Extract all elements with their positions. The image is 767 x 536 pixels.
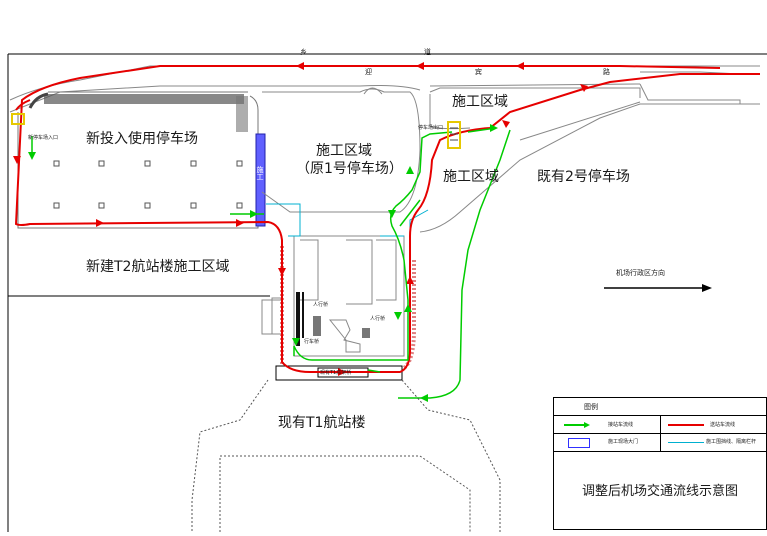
- legend-row-divider: [554, 433, 766, 434]
- direction-arrow: [604, 284, 712, 292]
- road-char-4: 宾: [475, 68, 482, 76]
- dropoff-flow: [14, 65, 760, 373]
- road-char-1: 乡: [300, 48, 307, 56]
- admin-direction-label: 机场行政区方向: [616, 269, 665, 277]
- legend-gate: 施工现场大门: [608, 439, 639, 445]
- center-area-outline: [261, 87, 421, 213]
- dropoff-arrows: [13, 62, 588, 376]
- legend-dropoff: 送站车流线: [710, 422, 736, 428]
- legend-bottom-divider: [554, 451, 766, 452]
- frame-lines: [7, 53, 767, 532]
- vehicle-bridge: 行车桥: [304, 339, 320, 345]
- parking-markers: [53, 160, 243, 209]
- new-parking-label: 新投入使用停车场: [86, 131, 198, 147]
- parking-lot-2-label: 既有2号停车场: [537, 169, 630, 185]
- pedestrian-bridge-2: 人行桥: [370, 316, 386, 322]
- legend-fence: 施工围挡线、隔离栏杆: [706, 439, 757, 445]
- t1-terminal-label: 现有T1航站楼: [278, 415, 366, 431]
- road-outline: [9, 65, 760, 113]
- road-char-3: 迎: [365, 68, 372, 76]
- pier-block-2: [362, 328, 370, 338]
- legend-pickup: 接站车流线: [608, 422, 634, 428]
- hatched-boundary: [280, 246, 416, 370]
- right-area-outline: [419, 87, 760, 233]
- new-entrance-label: 新停车场入口: [28, 135, 59, 141]
- pedestrian-bridge-1: 人行桥: [313, 302, 329, 308]
- gate-label: 施工: [256, 166, 264, 180]
- t1-terminal-outline: [191, 379, 501, 532]
- construction-right-upper-label: 施工区域: [452, 94, 508, 110]
- gate-markers: [11, 113, 461, 149]
- legend-title: 图例: [584, 403, 598, 411]
- gate-swatch: [568, 438, 590, 448]
- dropoff-swatch: [668, 424, 704, 426]
- construction-gate: [255, 133, 266, 227]
- fence-swatch: [668, 442, 704, 443]
- pickup-flow: [31, 127, 511, 399]
- walkway-bar: [296, 292, 300, 346]
- legend: 图例 接站车流线 送站车流线 施工现场大门 施工围挡线、隔离栏杆 调整后机场交通…: [553, 397, 767, 530]
- t2-construction-label: 新建T2航站楼施工区域: [86, 259, 230, 275]
- construction-center-label-1: 施工区域: [316, 143, 372, 159]
- construction-right-mid-label: 施工区域: [443, 169, 499, 185]
- pickup-swatch: [564, 422, 590, 428]
- pier-block: [313, 316, 321, 336]
- road-char-5: 路: [603, 68, 610, 76]
- pier-outline: [328, 319, 361, 353]
- diagram-caption: 调整后机场交通流线示意图: [582, 484, 739, 499]
- road-char-2: 道: [424, 48, 431, 56]
- building-strip: [28, 92, 248, 132]
- construction-center-label-2: （原1号停车场）: [296, 161, 403, 177]
- pickup-arrows: [28, 124, 498, 402]
- parking-exit-label: 停车场出口: [418, 125, 444, 131]
- walkway-bar-2: [302, 292, 304, 338]
- elevated-bridge-label: 现有T1高架桥: [320, 370, 352, 376]
